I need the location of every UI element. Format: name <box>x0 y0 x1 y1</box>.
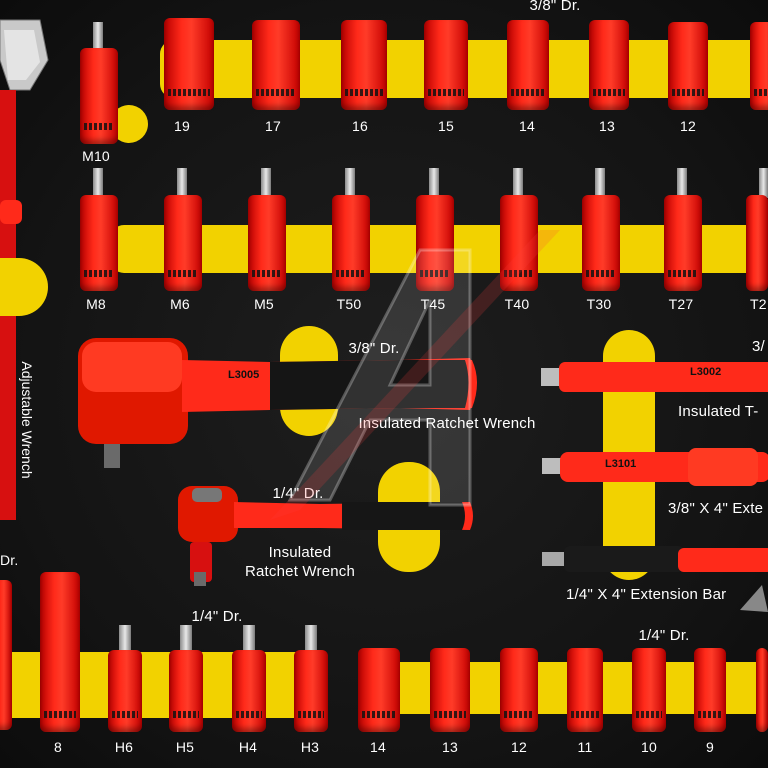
bottom-left-label-h4: H4 <box>238 739 258 755</box>
bit-tip-t40 <box>513 168 523 198</box>
ratchet-14 <box>178 486 473 586</box>
bit-label-t30: T30 <box>586 296 612 312</box>
bottom-right-label-11: 11 <box>577 739 593 755</box>
bottom-right-label-14: 14 <box>370 739 386 755</box>
bit-label-m5: M5 <box>254 296 274 312</box>
extension-bar-14 <box>542 546 768 572</box>
bottom-right-label-9: 9 <box>706 739 714 755</box>
bottom-left-socket-partial <box>0 580 12 730</box>
insulated-t-handle <box>541 362 768 392</box>
bit-tip-t25 <box>759 168 768 198</box>
bottom-right-label-10: 10 <box>641 739 657 755</box>
bottom-right-heading: 1/4" Dr. <box>638 627 690 644</box>
bit-label-m6: M6 <box>170 296 190 312</box>
bit-socket-m6 <box>164 195 202 291</box>
top-label-12: 12 <box>680 118 696 134</box>
ratchet-38-drive: 3/8" Dr. <box>348 340 400 357</box>
socket-13 <box>589 20 629 110</box>
bit-label-t40: T40 <box>504 296 530 312</box>
socket-17 <box>252 20 300 110</box>
socket-8-quarter-partial <box>756 648 768 732</box>
top-label-14: 14 <box>519 118 535 134</box>
socket-9-quarter <box>694 648 726 732</box>
bit-socket-h3 <box>294 650 328 732</box>
socket-15 <box>424 20 468 110</box>
top-label-13: 13 <box>599 118 615 134</box>
bottom-left-label-8: 8 <box>54 739 62 755</box>
bit-label-m8: M8 <box>86 296 106 312</box>
socket-12 <box>668 22 708 110</box>
bottom-left-label-h3: H3 <box>300 739 320 755</box>
bit-socket-t30 <box>582 195 620 291</box>
bit-tip-h6 <box>119 625 131 653</box>
socket-13-quarter <box>430 648 470 732</box>
bit-tip-h5 <box>180 625 192 653</box>
bit-label-t27: T27 <box>668 296 694 312</box>
extension-bar-38 <box>542 448 768 486</box>
bottom-left-corner-text: Dr. <box>0 552 19 568</box>
m10-label: M10 <box>82 148 110 164</box>
bit-tip-m6 <box>177 168 187 198</box>
t-handle-label: Insulated T- <box>678 403 759 420</box>
top-label-17: 17 <box>265 118 281 134</box>
bit-socket-t40 <box>500 195 538 291</box>
extension-38-label: 3/8" X 4" Exte <box>668 500 764 517</box>
socket-19 <box>164 18 214 110</box>
socket-14 <box>507 20 549 110</box>
bit-socket-h4 <box>232 650 266 732</box>
top-label-19: 19 <box>174 118 190 134</box>
ratchet-14-drive: 1/4" Dr. <box>272 485 324 502</box>
ratchet-38 <box>78 338 477 468</box>
bit-socket-t50 <box>332 195 370 291</box>
bit-tip-m5 <box>261 168 271 198</box>
socket-14-quarter <box>358 648 400 732</box>
bit-tip-h3 <box>305 625 317 653</box>
socket-16 <box>341 20 387 110</box>
bit-label-t2-partial: T2 <box>750 296 767 312</box>
bit-socket-t45 <box>416 195 454 291</box>
bottom-right-label-13: 13 <box>442 739 458 755</box>
bit-label-t45: T45 <box>420 296 446 312</box>
t-handle-marking: L3002 <box>690 366 722 378</box>
ratchet-38-label: Insulated Ratchet Wrench <box>358 415 536 432</box>
m10-bit-tip <box>93 22 103 50</box>
bit-socket-m5 <box>248 195 286 291</box>
extension-38-marking: L3101 <box>605 458 637 470</box>
bottom-left-label-h5: H5 <box>175 739 195 755</box>
bottom-right-label-12: 12 <box>511 739 527 755</box>
bit-tip-t27 <box>677 168 687 198</box>
t-handle-drive: 3/ <box>752 338 765 355</box>
socket-12-quarter <box>500 648 538 732</box>
top-row-heading: 3/8" Dr. <box>529 0 581 14</box>
socket-11-partial <box>750 22 768 110</box>
bit-socket-m8 <box>80 195 118 291</box>
bit-socket-t25-partial <box>746 195 768 291</box>
extension-14-label: 1/4" X 4" Extension Bar <box>566 586 727 603</box>
bit-tip-h4 <box>243 625 255 653</box>
top-label-16: 16 <box>352 118 368 134</box>
bottom-left-label-h6: H6 <box>114 739 134 755</box>
bit-tip-t45 <box>429 168 439 198</box>
adjustable-wrench-slot <box>0 258 48 316</box>
bit-label-t50: T50 <box>336 296 362 312</box>
bit-tip-m8 <box>93 168 103 198</box>
m10-bit-socket <box>80 48 118 144</box>
socket-11-quarter <box>567 648 603 732</box>
top-label-15: 15 <box>438 118 454 134</box>
bit-tip-t50 <box>345 168 355 198</box>
ratchet-14-label-line1: Insulated <box>268 544 332 561</box>
bottom-left-heading: 1/4" Dr. <box>191 608 243 625</box>
ratchet-14-label-line2: Ratchet Wrench <box>244 563 356 580</box>
bit-socket-t27 <box>664 195 702 291</box>
adjustable-wrench-label: Adjustable Wrench <box>19 361 35 479</box>
deep-socket-8 <box>40 572 80 732</box>
bit-socket-h5 <box>169 650 203 732</box>
bit-tip-t30 <box>595 168 605 198</box>
ratchet-38-marking: L3005 <box>228 369 260 381</box>
bit-socket-h6 <box>108 650 142 732</box>
socket-10-quarter <box>632 648 666 732</box>
